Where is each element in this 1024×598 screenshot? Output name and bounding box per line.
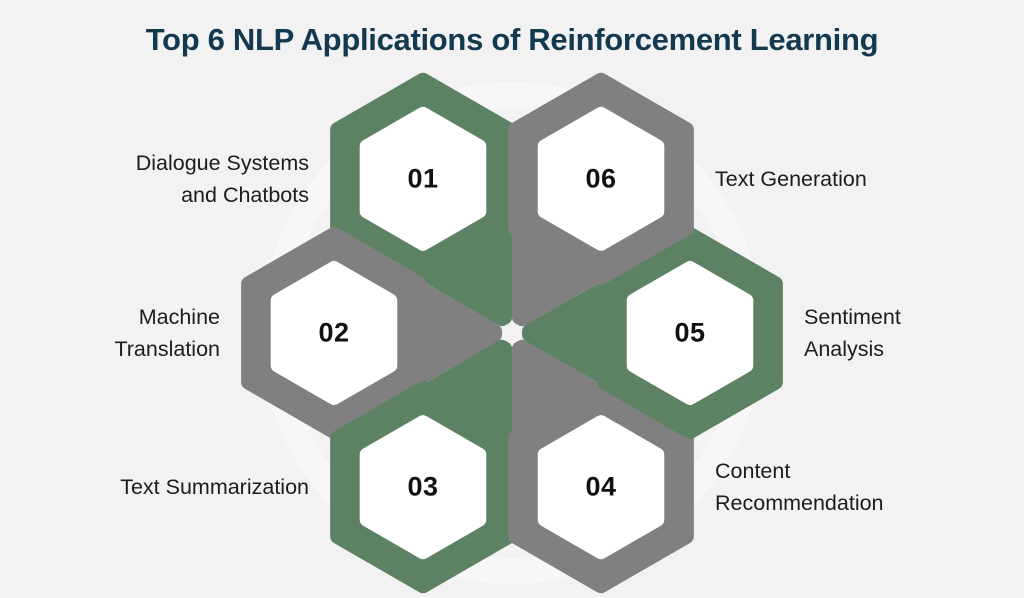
segment-hexagon-06[interactable] — [537, 106, 665, 251]
segment-hexagon-04[interactable] — [537, 415, 665, 560]
segment-hexagon-01[interactable] — [359, 106, 487, 251]
segment-label-05: Sentiment Analysis — [804, 304, 901, 361]
segment-label-01: Dialogue Systems and Chatbots — [135, 150, 309, 207]
segment-hexagon-03[interactable] — [359, 415, 487, 560]
segment-label-03: Text Summarization — [120, 475, 309, 500]
segment-hexagon-05[interactable] — [626, 261, 754, 405]
segment-label-06: Text Generation — [715, 166, 867, 191]
segment-hexagon-02[interactable] — [270, 261, 398, 405]
segment-label-04: Content Recommendation — [715, 458, 884, 516]
page-title: Top 6 NLP Applications of Reinforcement … — [145, 22, 879, 57]
segment-label-02: Machine Translation — [114, 304, 220, 361]
